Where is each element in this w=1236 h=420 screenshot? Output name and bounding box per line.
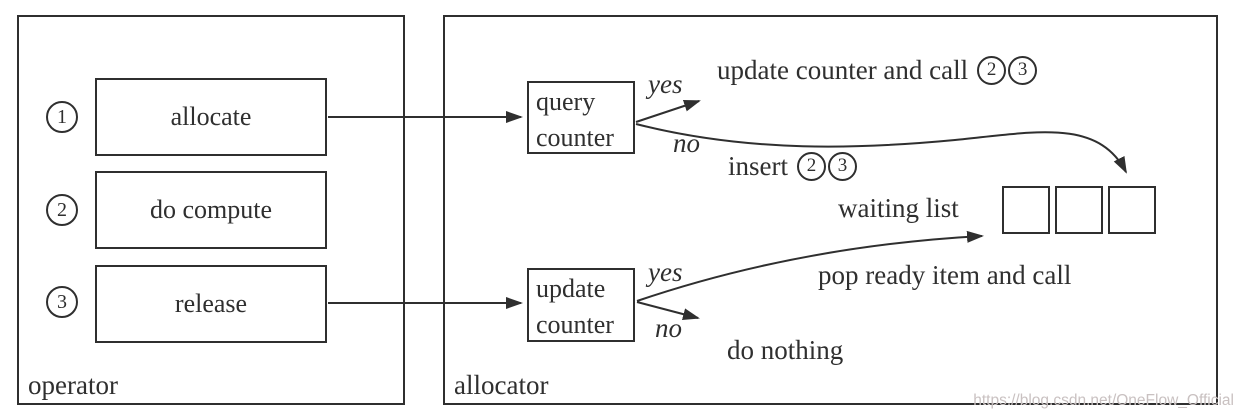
- query-yes-label: yes: [648, 69, 683, 99]
- waiting-slot: [1108, 186, 1156, 234]
- operator-box: operator: [17, 15, 405, 405]
- update-no-label: no: [655, 313, 682, 343]
- update-counter-line1: update: [536, 274, 606, 303]
- update-yes-label: yes: [648, 257, 683, 287]
- watermark-url: https://blog.csdn.net/OneFlow_Official: [973, 392, 1234, 409]
- waiting-list-label: waiting list: [838, 193, 959, 223]
- insert-row: insert 2 3: [728, 151, 857, 181]
- pop-ready-label: pop ready item and call: [818, 260, 1072, 290]
- do-compute-box: do compute: [95, 171, 327, 249]
- allocate-box: allocate: [95, 78, 327, 156]
- do-compute-label: do compute: [149, 195, 273, 224]
- badge-3-icon: 3: [1008, 55, 1038, 85]
- operator-label: operator: [28, 370, 118, 400]
- do-nothing-label: do nothing: [727, 335, 844, 365]
- allocator-box: allocator: [443, 15, 1218, 405]
- query-counter-line1: query: [536, 87, 596, 116]
- step-number-2-icon: 2: [46, 194, 78, 226]
- allocate-label: allocate: [170, 102, 252, 131]
- update-call-text: update counter and call: [717, 55, 969, 85]
- release-box: release: [95, 265, 327, 343]
- badge-3-icon: 3: [828, 151, 857, 181]
- update-call-row: update counter and call 2 3: [717, 55, 1038, 85]
- update-counter-box: update counter: [527, 268, 635, 342]
- waiting-slot: [1002, 186, 1050, 234]
- waiting-list-slots: [1002, 186, 1156, 234]
- update-counter-line2: counter: [536, 310, 614, 339]
- step-number-3-icon: 3: [46, 286, 78, 318]
- allocator-label: allocator: [454, 370, 549, 400]
- query-counter-box: query counter: [527, 81, 635, 154]
- waiting-slot: [1055, 186, 1103, 234]
- badge-2-icon: 2: [797, 151, 826, 181]
- step-number-1-icon: 1: [46, 101, 78, 133]
- query-no-label: no: [673, 128, 700, 158]
- release-label: release: [174, 289, 248, 318]
- insert-text: insert: [728, 151, 788, 181]
- badge-2-icon: 2: [977, 55, 1007, 85]
- query-counter-line2: counter: [536, 123, 614, 152]
